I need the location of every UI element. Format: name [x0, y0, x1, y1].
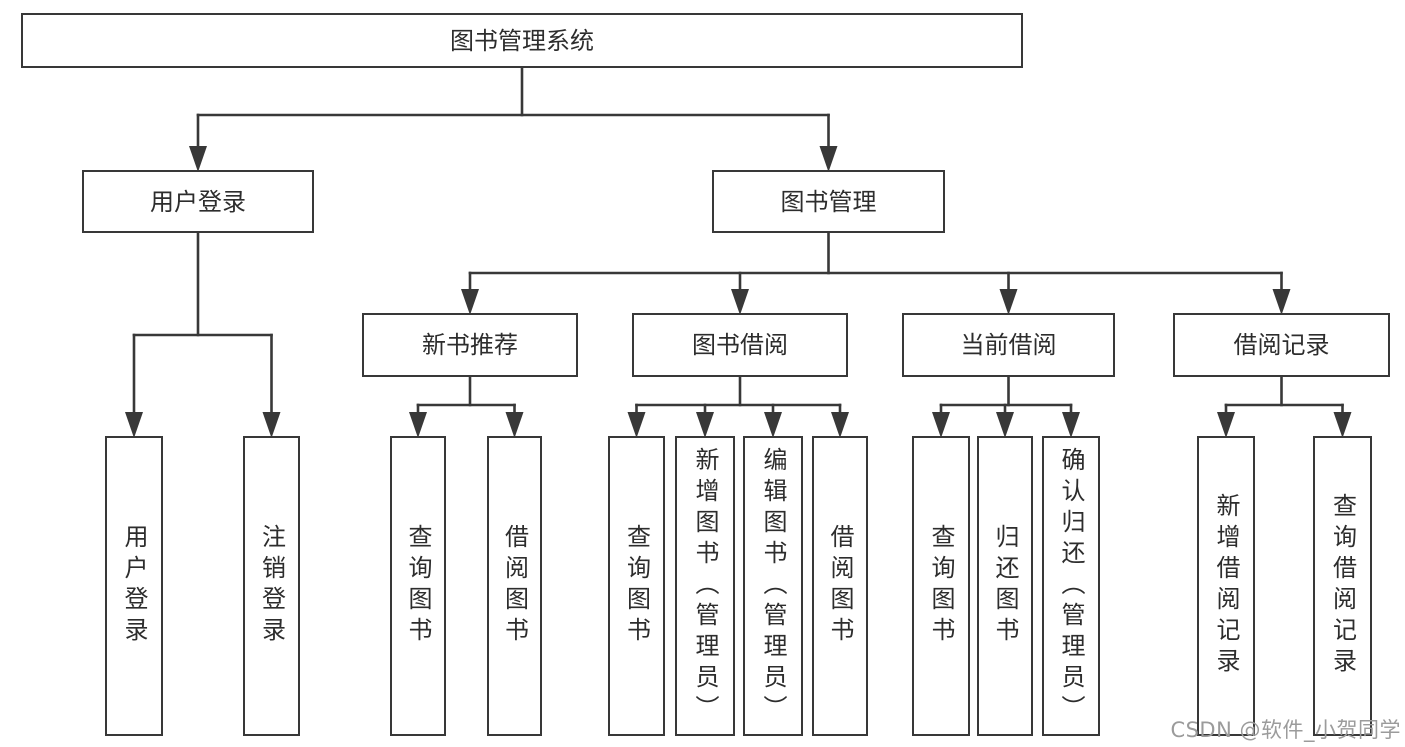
arrowhead-icon [1272, 289, 1291, 315]
node-current-borrow: 当前借阅 [902, 313, 1115, 377]
arrowhead-icon [505, 412, 524, 438]
node-op-borrow-books-1: 借阅图书 [487, 436, 542, 736]
node-user-login: 用户登录 [82, 170, 314, 233]
arrowhead-icon [1217, 412, 1235, 438]
node-op-confirm-return: 确认归还（管理员） [1042, 436, 1100, 736]
node-op-return-books: 归还图书 [977, 436, 1033, 736]
arrowhead-icon [932, 412, 950, 438]
arrowhead-icon [764, 412, 782, 438]
node-op-query-books-2: 查询图书 [608, 436, 665, 736]
arrowhead-icon [696, 412, 714, 438]
node-op-query-borrow-rec: 查询借阅记录 [1313, 436, 1372, 736]
arrowhead-icon [189, 146, 207, 172]
node-root: 图书管理系统 [21, 13, 1023, 68]
node-op-query-books-3: 查询图书 [912, 436, 970, 736]
node-op-query-books-1: 查询图书 [390, 436, 446, 736]
node-op-add-books: 新增图书（管理员） [675, 436, 735, 736]
arrowhead-icon [831, 412, 849, 438]
arrowhead-icon [1333, 412, 1352, 438]
arrowhead-icon [819, 146, 838, 172]
arrowhead-icon [996, 412, 1014, 438]
arrowhead-icon [627, 412, 646, 438]
node-op-user-login: 用户登录 [105, 436, 163, 736]
csdn-watermark: CSDN @软件_小贺同学 [1170, 718, 1401, 742]
node-borrow-record: 借阅记录 [1173, 313, 1390, 377]
arrowhead-icon [999, 289, 1018, 315]
arrowhead-icon [409, 412, 427, 438]
node-op-borrow-books-2: 借阅图书 [812, 436, 868, 736]
node-op-logout: 注销登录 [243, 436, 300, 736]
node-book-borrow: 图书借阅 [632, 313, 848, 377]
arrowhead-icon [731, 289, 749, 315]
node-op-edit-books: 编辑图书（管理员） [743, 436, 803, 736]
node-op-add-borrow-rec: 新增借阅记录 [1197, 436, 1255, 736]
arrowhead-icon [461, 289, 479, 315]
arrowhead-icon [125, 412, 143, 438]
node-book-mgmt: 图书管理 [712, 170, 945, 233]
arrowhead-icon [262, 412, 281, 438]
arrowhead-icon [1062, 412, 1080, 438]
node-new-book-rec: 新书推荐 [362, 313, 578, 377]
